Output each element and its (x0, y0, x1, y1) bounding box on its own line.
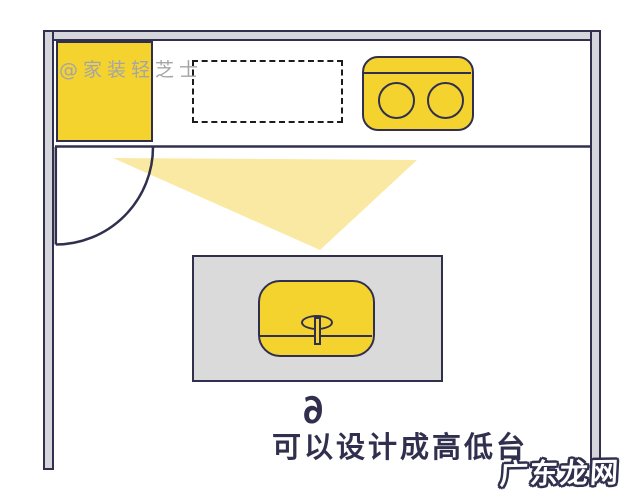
light-beam (113, 158, 417, 250)
upper-cabinet-dashed-outline (192, 60, 343, 123)
corner-cabinet (56, 41, 153, 142)
burner-right-icon (427, 82, 464, 119)
wall-left (43, 30, 54, 470)
sink (258, 280, 375, 357)
stove (362, 56, 474, 131)
burner-left-icon (378, 82, 415, 119)
door-swing-arc (55, 146, 155, 246)
wall-right (590, 30, 601, 466)
creator-watermark: @家装轻芝士 (59, 59, 204, 81)
stove-divider-line (364, 71, 471, 74)
caption-text: 可以设计成高低台 (271, 430, 528, 464)
faucet-icon (313, 316, 321, 345)
wall-top (43, 30, 601, 41)
site-watermark: 广东龙网 (498, 455, 621, 492)
